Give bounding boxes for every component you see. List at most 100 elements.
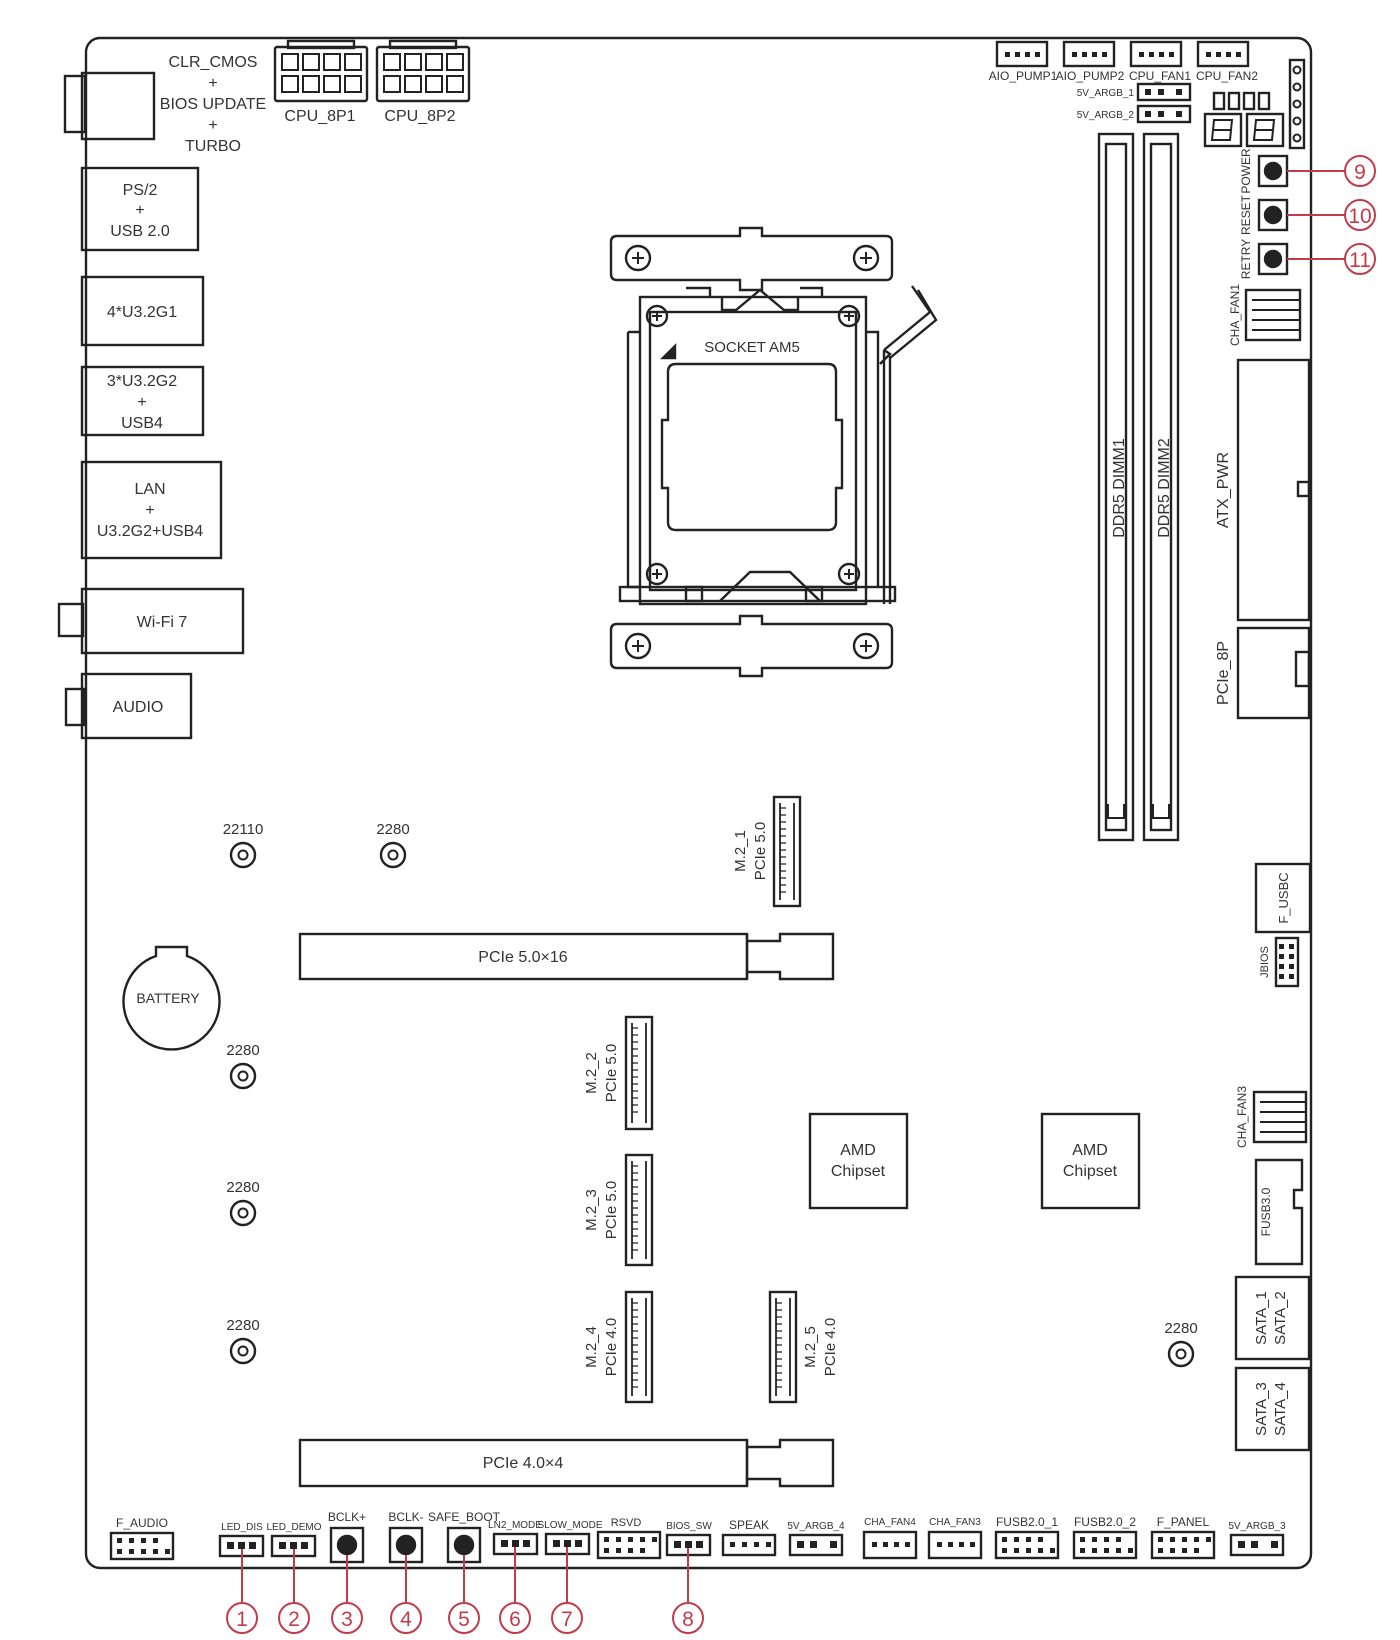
callouts: 1 2 3 4 5 6 7 8 9 10 11 [226, 155, 1376, 1634]
debug-led-display [1203, 58, 1306, 150]
standoff-22110: 22110 [223, 821, 264, 869]
svg-text:F_PANEL: F_PANEL [1157, 1515, 1210, 1529]
sata34-connector: SATA_3 SATA_4 [1234, 1366, 1311, 1452]
callout-3: 3 [331, 1555, 363, 1634]
svg-text:SATA_4: SATA_4 [1272, 1382, 1289, 1436]
usb-g2-usb4-port: 3*U3.2G2 + USB4 [80, 365, 205, 437]
cmos-battery: BATTERY [122, 945, 221, 1051]
cpu-fan2-header: CPU_FAN2 [1196, 40, 1258, 83]
svg-text:+: + [137, 394, 146, 411]
bios-sw-jumper: BIOS_SW [665, 1521, 712, 1557]
svg-text:1: 1 [236, 1608, 248, 1631]
svg-text:DDR5 DIMM2: DDR5 DIMM2 [1156, 438, 1173, 538]
cha-fan4-header: CHA_FAN4 [862, 1517, 918, 1560]
safe-boot-button: SAFE_BOOT [428, 1510, 501, 1564]
standoff-2280-c: 2280 [226, 1317, 260, 1365]
svg-text:2280: 2280 [376, 821, 409, 838]
svg-text:9: 9 [1354, 161, 1366, 184]
svg-text:CHA_FAN1: CHA_FAN1 [1228, 284, 1242, 346]
svg-text:M.2_5: M.2_5 [802, 1326, 819, 1368]
slow-mode-jumper: SLOW_MODE [537, 1520, 603, 1556]
svg-text:2280: 2280 [226, 1179, 259, 1196]
svg-text:PCIe 4.0×4: PCIe 4.0×4 [483, 1455, 564, 1472]
fusb30-header: FUSB3.0 [1254, 1158, 1304, 1266]
svg-text:+: + [208, 117, 217, 134]
argb3-header: 5V_ARGB_3 [1228, 1521, 1286, 1557]
svg-text:PCIe 5.0: PCIe 5.0 [603, 1044, 620, 1102]
svg-text:5V_ARGB_2: 5V_ARGB_2 [1077, 110, 1135, 121]
callout-11: 11 [1287, 243, 1376, 275]
reset-button: RESET [1239, 194, 1289, 235]
svg-text:22110: 22110 [223, 821, 264, 838]
callout-2: 2 [278, 1549, 310, 1634]
pcie-x4-slot: PCIe 4.0×4 [298, 1438, 835, 1488]
clr-cmos-label: CLR_CMOS + BIOS UPDATE + TURBO [160, 54, 266, 155]
dimm2-slot: DDR5 DIMM2 [1142, 132, 1180, 842]
svg-text:2280: 2280 [226, 1317, 259, 1334]
svg-text:POWER: POWER [1239, 148, 1253, 194]
svg-text:5: 5 [458, 1608, 470, 1631]
svg-text:SATA_3: SATA_3 [1253, 1382, 1270, 1436]
cpu-socket: SOCKET AM5 [609, 226, 938, 678]
svg-text:Wi-Fi 7: Wi-Fi 7 [137, 614, 188, 631]
svg-text:PCIe_8P: PCIe_8P [1215, 641, 1232, 705]
cpu-fan1-header: CPU_FAN1 [1129, 40, 1191, 83]
svg-text:BIOS_SW: BIOS_SW [666, 1521, 712, 1532]
svg-text:2280: 2280 [226, 1042, 259, 1059]
svg-text:SOCKET AM5: SOCKET AM5 [704, 339, 800, 356]
clr-cmos-button [63, 71, 156, 141]
svg-text:AIO_PUMP1: AIO_PUMP1 [989, 69, 1058, 83]
power-button: POWER [1239, 148, 1289, 194]
svg-text:USB4: USB4 [121, 415, 163, 432]
callout-9: 9 [1287, 155, 1376, 187]
standoff-2280-top: 2280 [376, 821, 410, 869]
svg-text:CPU_8P1: CPU_8P1 [284, 108, 355, 125]
svg-text:BIOS UPDATE: BIOS UPDATE [160, 96, 266, 113]
svg-text:+: + [145, 502, 154, 519]
svg-text:+: + [208, 75, 217, 92]
svg-text:AMD: AMD [1072, 1142, 1108, 1159]
callout-4: 4 [390, 1555, 422, 1634]
svg-text:DDR5 DIMM1: DDR5 DIMM1 [1111, 438, 1128, 538]
cha-fan1-header: CHA_FAN1 [1228, 284, 1302, 346]
svg-text:3: 3 [341, 1608, 353, 1631]
svg-text:5V_ARGB_1: 5V_ARGB_1 [1077, 88, 1135, 99]
chipset-1: AMD Chipset [808, 1112, 909, 1210]
callout-8: 8 [672, 1548, 704, 1634]
standoff-2280-a: 2280 [226, 1042, 260, 1090]
svg-text:AMD: AMD [840, 1142, 876, 1159]
svg-text:CLR_CMOS: CLR_CMOS [169, 54, 258, 71]
retry-button: RETRY [1239, 239, 1289, 279]
callout-10: 10 [1287, 199, 1376, 231]
svg-text:M.2_2: M.2_2 [583, 1052, 600, 1094]
svg-text:CHA_FAN4: CHA_FAN4 [864, 1517, 916, 1528]
svg-text:CPU_8P2: CPU_8P2 [384, 108, 455, 125]
svg-text:RESET: RESET [1239, 194, 1253, 235]
pcie-x16-slot: PCIe 5.0×16 [298, 932, 835, 981]
svg-text:M.2_1: M.2_1 [732, 830, 749, 872]
m2-3-slot: M.2_3 PCIe 5.0 [583, 1153, 654, 1267]
svg-text:10: 10 [1348, 205, 1371, 228]
argb1-header: 5V_ARGB_1 [1077, 82, 1192, 102]
svg-text:USB 2.0: USB 2.0 [110, 223, 170, 240]
svg-text:LED_DIS: LED_DIS [221, 1522, 263, 1533]
svg-text:SAFE_BOOT: SAFE_BOOT [428, 1510, 501, 1524]
aio-pump2-header: AIO_PUMP2 [1056, 40, 1125, 83]
svg-text:PCIe 5.0: PCIe 5.0 [752, 822, 769, 880]
aio-pump1-header: AIO_PUMP1 [989, 40, 1058, 83]
fusb20-2-header: FUSB2.0_2 [1072, 1515, 1138, 1560]
callout-1: 1 [226, 1549, 258, 1634]
atx-power-connector: ATX_PWR [1215, 358, 1311, 622]
f-audio-header: F_AUDIO [109, 1516, 175, 1561]
svg-text:Chipset: Chipset [1063, 1163, 1118, 1180]
svg-text:LN2_MODE: LN2_MODE [488, 1520, 542, 1531]
svg-text:CHA_FAN3: CHA_FAN3 [929, 1517, 981, 1528]
svg-text:RSVD: RSVD [611, 1517, 642, 1529]
argb4-header: 5V_ARGB_4 [787, 1521, 845, 1557]
svg-text:5V_ARGB_3: 5V_ARGB_3 [1228, 1521, 1286, 1532]
svg-text:8: 8 [682, 1608, 694, 1631]
m2-5-slot: M.2_5 PCIe 4.0 [768, 1290, 839, 1404]
svg-text:PCIe 4.0: PCIe 4.0 [822, 1318, 839, 1376]
svg-text:TURBO: TURBO [185, 138, 241, 155]
svg-text:LED_DEMO: LED_DEMO [266, 1522, 321, 1533]
